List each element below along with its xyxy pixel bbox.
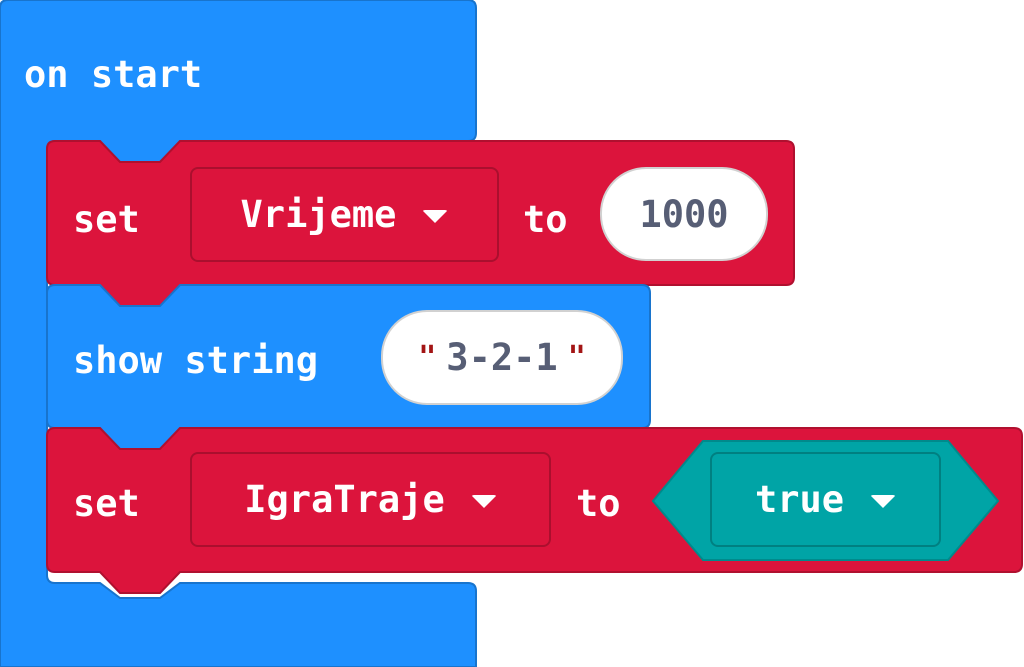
number-value: 1000 xyxy=(639,192,729,236)
to-label: to xyxy=(523,198,568,241)
to-label: to xyxy=(576,482,621,525)
variable-dropdown-igratraje[interactable]: IgraTraje xyxy=(190,452,551,547)
string-input-3-2-1[interactable]: " 3-2-1 " xyxy=(381,310,623,405)
string-value: 3-2-1 xyxy=(446,336,558,379)
set-label: set xyxy=(73,198,140,241)
caret-down-icon xyxy=(470,495,497,508)
number-input-1000[interactable]: 1000 xyxy=(600,167,768,261)
caret-down-icon xyxy=(870,495,897,508)
close-quote-icon: " xyxy=(567,339,586,375)
show-string-label: show string xyxy=(73,339,319,382)
variable-dropdown-vrijeme[interactable]: Vrijeme xyxy=(190,167,499,262)
variable-name: IgraTraje xyxy=(244,478,445,521)
on-start-block-shape[interactable] xyxy=(0,0,477,667)
open-quote-icon: " xyxy=(418,339,437,375)
boolean-dropdown-true[interactable]: true xyxy=(710,452,941,547)
boolean-value: true xyxy=(754,478,845,521)
caret-down-icon xyxy=(422,210,449,223)
set-label: set xyxy=(73,482,140,525)
on-start-label: on start xyxy=(24,53,203,96)
variable-name: Vrijeme xyxy=(240,193,397,236)
